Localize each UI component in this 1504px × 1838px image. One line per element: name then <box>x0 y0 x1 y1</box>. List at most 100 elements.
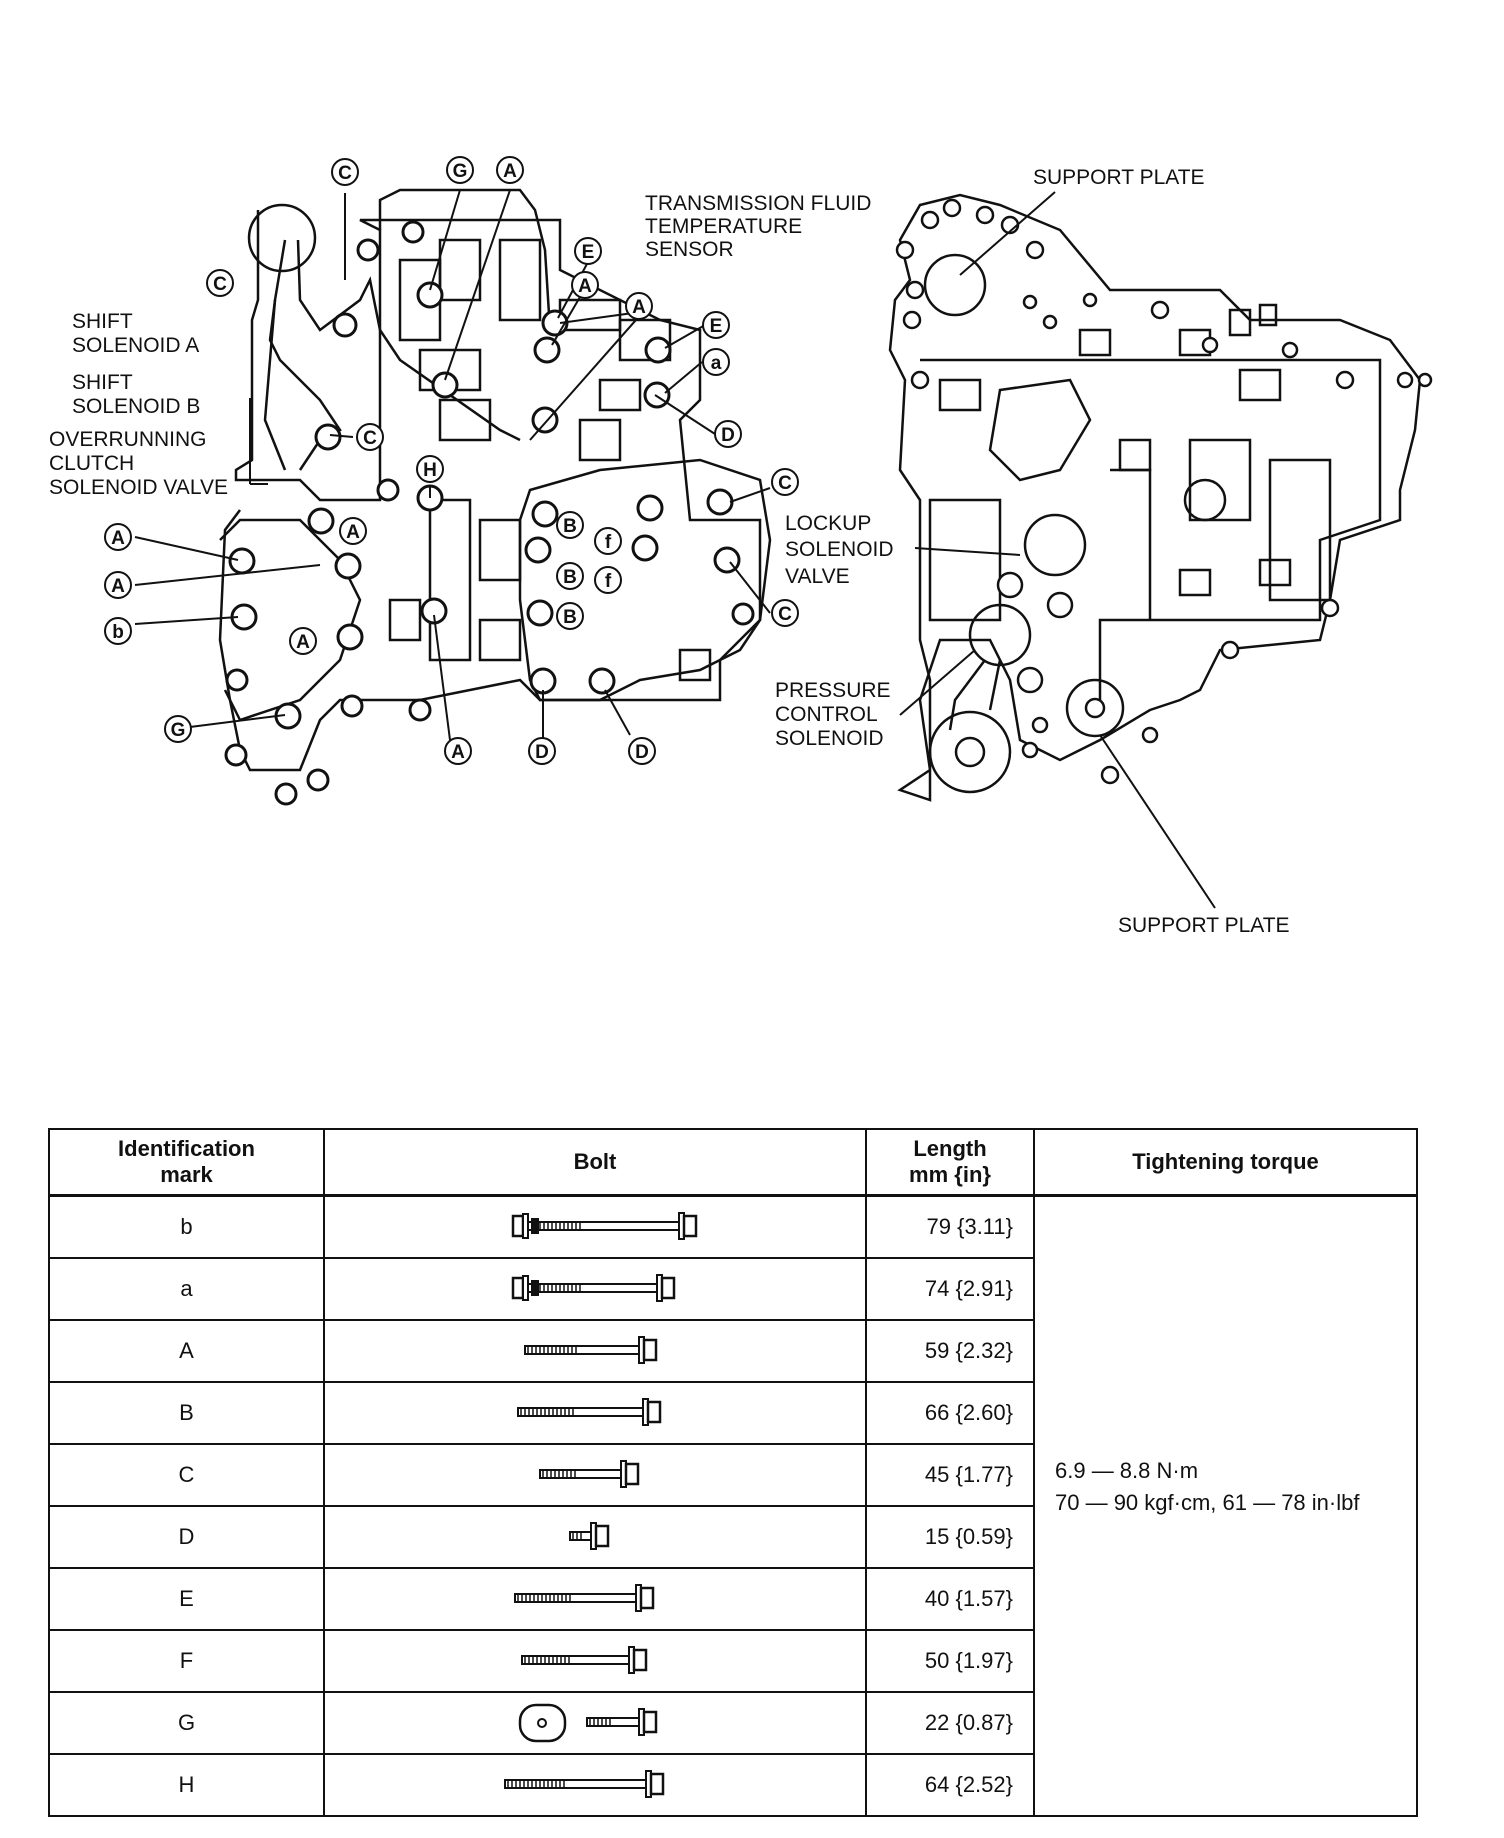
length-cell: 15 {0.59} <box>865 1505 1035 1569</box>
svg-text:D: D <box>721 425 735 446</box>
short-flange-bolt-icon <box>569 1522 610 1550</box>
table-header-row: Identification mark Bolt Length mm {in} … <box>48 1128 1418 1197</box>
mark-a-l3: A <box>289 627 317 655</box>
mark-d1: D <box>714 420 742 448</box>
identification-mark-cell: D <box>48 1505 325 1569</box>
svg-text:f: f <box>605 532 612 553</box>
mark-a-l2: A <box>104 571 132 599</box>
mark-b-small: b <box>104 617 132 645</box>
mark-c-top: C <box>331 158 359 186</box>
mark-c-r2: C <box>771 599 799 627</box>
mark-a-r2: A <box>625 292 653 320</box>
mark-e2: E <box>702 311 730 339</box>
long-bolt-with-collar-icon <box>511 1274 676 1302</box>
flange-bolt-icon <box>517 1398 662 1426</box>
svg-text:E: E <box>710 316 723 337</box>
leader-lines <box>134 189 1216 909</box>
mark-a-top: A <box>496 156 524 184</box>
control-valve-body-diagram: TRANSMISSION FLUID TEMPERATURE SENSOR SH… <box>49 156 1433 937</box>
bolt-id-marks: C G A C E A A E a D C H A A A b A G B B … <box>104 156 799 765</box>
lockup-label-3: VALVE <box>785 565 850 588</box>
svg-text:D: D <box>635 742 649 763</box>
torque-line-2: 70 — 90 kgf·cm, 61 — 78 in·lbf <box>1055 1490 1360 1515</box>
mark-c-left: C <box>206 269 234 297</box>
mark-c-mid: C <box>356 423 384 451</box>
identification-mark-cell: A <box>48 1319 325 1383</box>
svg-text:A: A <box>111 528 125 549</box>
mark-e1: E <box>574 237 602 265</box>
callout-labels: TRANSMISSION FLUID TEMPERATURE SENSOR SH… <box>49 166 1290 937</box>
mark-a-l1: A <box>104 523 132 551</box>
flange-bolt-icon <box>521 1646 648 1674</box>
mark-f1: f <box>594 527 622 555</box>
long-bolt-with-collar-icon <box>511 1212 698 1240</box>
svg-text:A: A <box>632 297 646 318</box>
shift-solenoid-b-label-1: SHIFT <box>72 371 133 394</box>
length-cell: 45 {1.77} <box>865 1443 1035 1507</box>
identification-mark-cell: a <box>48 1257 325 1321</box>
pressure-label-1: PRESSURE <box>775 679 891 702</box>
svg-text:C: C <box>778 473 792 494</box>
svg-text:A: A <box>296 632 310 653</box>
mark-a-mid: A <box>339 517 367 545</box>
bolt-illustration-cell <box>323 1753 867 1817</box>
svg-text:C: C <box>338 163 352 184</box>
header-tightening-torque: Tightening torque <box>1033 1128 1418 1197</box>
bolt-illustration-cell <box>323 1691 867 1755</box>
shift-solenoid-a-label-2: SOLENOID A <box>72 334 199 357</box>
svg-text:G: G <box>171 720 186 741</box>
left-body-bolt-holes <box>224 220 755 806</box>
flange-bolt-icon <box>524 1336 658 1364</box>
bolt-illustration-cell <box>323 1381 867 1445</box>
svg-text:D: D <box>535 742 549 763</box>
bolt-illustration-cell <box>323 1505 867 1569</box>
lockup-label-1: LOCKUP <box>785 512 871 535</box>
svg-text:C: C <box>778 604 792 625</box>
length-cell: 66 {2.60} <box>865 1381 1035 1445</box>
mark-h: H <box>416 455 444 483</box>
flange-bolt-icon <box>504 1770 665 1798</box>
support-plate-bottom-label: SUPPORT PLATE <box>1118 914 1290 937</box>
identification-mark-cell: H <box>48 1753 325 1817</box>
svg-text:A: A <box>578 276 592 297</box>
mark-b3: B <box>556 602 584 630</box>
bolt-with-washer-icon <box>518 1703 658 1743</box>
flange-bolt-icon <box>514 1584 655 1612</box>
table-row: H 64 {2.52} <box>48 1753 1417 1817</box>
tft-sensor-label-1: TRANSMISSION FLUID <box>645 192 871 215</box>
bolt-illustration-cell <box>323 1194 867 1259</box>
mark-d-bottom1: D <box>528 737 556 765</box>
identification-mark-cell: B <box>48 1381 325 1445</box>
svg-text:C: C <box>363 428 377 449</box>
shift-solenoid-a-label-1: SHIFT <box>72 310 133 333</box>
header-bolt: Bolt <box>323 1128 867 1197</box>
mark-g-bottom: G <box>164 715 192 743</box>
svg-text:A: A <box>111 576 125 597</box>
right-body-bolt-holes <box>895 198 1433 785</box>
tft-sensor-label-3: SENSOR <box>645 238 734 261</box>
mark-d-bottom2: D <box>628 737 656 765</box>
bolt-illustration-cell <box>323 1443 867 1507</box>
svg-text:B: B <box>563 516 577 537</box>
flange-bolt-icon <box>539 1460 640 1488</box>
svg-text:f: f <box>605 571 612 592</box>
lockup-label-2: SOLENOID <box>785 538 894 561</box>
bolt-illustration-cell <box>323 1319 867 1383</box>
svg-text:E: E <box>582 242 595 263</box>
mark-b1: B <box>556 511 584 539</box>
header-identification-mark: Identification mark <box>48 1128 325 1197</box>
length-cell: 22 {0.87} <box>865 1691 1035 1755</box>
length-cell: 64 {2.52} <box>865 1753 1035 1817</box>
pressure-label-3: SOLENOID <box>775 727 884 750</box>
bolt-illustration-cell <box>323 1567 867 1631</box>
overrunning-label-1: OVERRUNNING <box>49 428 207 451</box>
tft-sensor-label-2: TEMPERATURE <box>645 215 802 238</box>
identification-mark-cell: F <box>48 1629 325 1693</box>
